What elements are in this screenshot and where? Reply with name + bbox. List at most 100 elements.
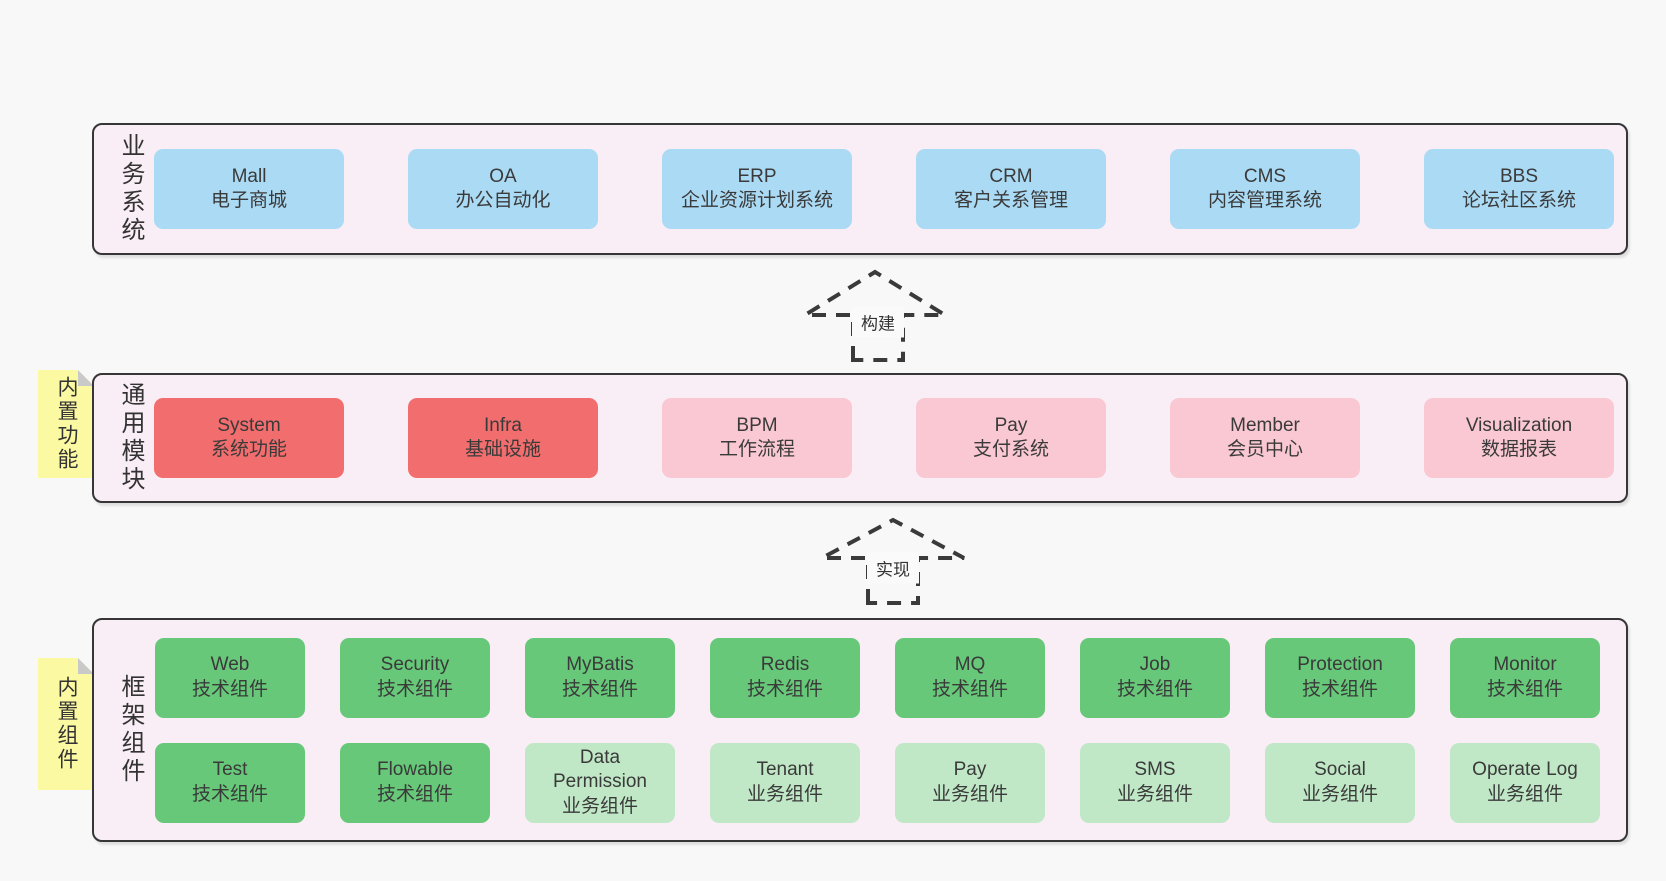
- box-subtitle: 技术组件: [1486, 678, 1563, 700]
- box-sms: SMS 业务组件: [1080, 742, 1230, 823]
- box-subtitle: 数据报表: [1480, 439, 1557, 460]
- box-title: BPM: [736, 414, 778, 436]
- box-subtitle: 办公自动化: [455, 190, 551, 211]
- box-title: Test: [212, 759, 248, 781]
- box-subtitle: 基础设施: [464, 439, 541, 460]
- box-subtitle: 论坛社区系统: [1461, 190, 1576, 211]
- box-title: Data Permission: [553, 747, 647, 793]
- box-title: Job: [1139, 654, 1171, 676]
- component-row-2: Test 技术组件 Flowable 技术组件 Data Permission …: [155, 742, 1600, 823]
- box-title: Pay: [953, 759, 987, 781]
- box-bbs: BBS 论坛社区系统: [1424, 149, 1614, 229]
- panel-label-business: 业务系统: [117, 133, 144, 245]
- box-title: Social: [1314, 759, 1366, 781]
- box-title: Pay: [994, 414, 1028, 436]
- box-subtitle: 技术组件: [376, 678, 453, 700]
- box-subtitle: 业务组件: [1301, 783, 1378, 805]
- box-title: System: [217, 414, 281, 436]
- box-title: Infra: [483, 414, 523, 436]
- component-rows: Web 技术组件 Security 技术组件 MyBatis 技术组件 Redi…: [155, 637, 1600, 823]
- box-subtitle: 电子商城: [210, 190, 287, 211]
- box-title: CMS: [1243, 165, 1287, 187]
- box-title: Mall: [231, 165, 267, 187]
- box-system: System 系统功能: [154, 398, 344, 478]
- box-test: Test 技术组件: [155, 742, 305, 823]
- box-subtitle: 支付系统: [972, 439, 1049, 460]
- box-visualization: Visualization 数据报表: [1424, 398, 1614, 478]
- framework-components-panel: 框架组件 Web 技术组件 Security 技术组件 MyBatis 技术组件…: [92, 618, 1628, 842]
- box-subtitle: 业务组件: [1486, 783, 1563, 805]
- box-flowable: Flowable 技术组件: [340, 742, 490, 823]
- sticky-note-builtin-components: 内置组件: [38, 658, 94, 790]
- box-subtitle: 技术组件: [931, 678, 1008, 700]
- component-row-1: Web 技术组件 Security 技术组件 MyBatis 技术组件 Redi…: [155, 637, 1600, 718]
- box-subtitle: 技术组件: [1301, 678, 1378, 700]
- box-pay-component: Pay 业务组件: [895, 742, 1045, 823]
- box-member: Member 会员中心: [1170, 398, 1360, 478]
- box-pay-system: Pay 支付系统: [916, 398, 1106, 478]
- box-data-permission: Data Permission 业务组件: [525, 742, 675, 823]
- box-subtitle: 企业资源计划系统: [680, 190, 833, 211]
- box-protection: Protection 技术组件: [1265, 637, 1415, 718]
- box-subtitle: 业务组件: [746, 783, 823, 805]
- box-subtitle: 技术组件: [561, 678, 638, 700]
- business-systems-panel: 业务系统 Mall 电子商城 OA 办公自动化 ERP 企业资源计划系统 CRM…: [92, 123, 1628, 255]
- box-tenant: Tenant 业务组件: [710, 742, 860, 823]
- box-title: Monitor: [1493, 654, 1557, 676]
- box-title: Protection: [1297, 654, 1383, 676]
- box-title: Flowable: [376, 759, 454, 781]
- box-mybatis: MyBatis 技术组件: [525, 637, 675, 718]
- box-mall: Mall 电子商城: [154, 149, 344, 229]
- box-title: Operate Log: [1472, 759, 1578, 781]
- box-title: Visualization: [1465, 414, 1573, 436]
- implement-arrow-label: 实现: [867, 552, 919, 584]
- box-subtitle: 业务组件: [561, 795, 638, 817]
- box-security: Security 技术组件: [340, 637, 490, 718]
- box-subtitle: 客户关系管理: [953, 190, 1068, 211]
- panel-label-modules: 通用模块: [117, 382, 144, 494]
- note-text: 内置组件: [55, 676, 78, 772]
- box-subtitle: 技术组件: [191, 678, 268, 700]
- box-title: Security: [380, 654, 450, 676]
- common-modules-panel: 通用模块 System 系统功能 Infra 基础设施 BPM 工作流程 Pay…: [92, 373, 1628, 503]
- box-job: Job 技术组件: [1080, 637, 1230, 718]
- box-title: Redis: [760, 654, 810, 676]
- box-title: CRM: [989, 165, 1033, 187]
- box-title: Tenant: [756, 759, 814, 781]
- box-social: Social 业务组件: [1265, 742, 1415, 823]
- box-title: Member: [1230, 414, 1300, 436]
- build-arrow-label: 构建: [852, 306, 904, 338]
- box-title: OA: [489, 165, 517, 187]
- box-subtitle: 会员中心: [1226, 439, 1303, 460]
- box-web: Web 技术组件: [155, 637, 305, 718]
- box-title: Web: [210, 654, 250, 676]
- box-subtitle: 业务组件: [1116, 783, 1193, 805]
- box-mq: MQ 技术组件: [895, 637, 1045, 718]
- sticky-note-builtin-features: 内置功能: [38, 370, 94, 478]
- box-subtitle: 业务组件: [931, 783, 1008, 805]
- box-operate-log: Operate Log 业务组件: [1450, 742, 1600, 823]
- box-subtitle: 技术组件: [746, 678, 823, 700]
- box-subtitle: 技术组件: [191, 783, 268, 805]
- note-text: 内置功能: [55, 376, 78, 472]
- box-title: SMS: [1134, 759, 1176, 781]
- implement-arrow-icon: [821, 517, 965, 605]
- box-subtitle: 工作流程: [718, 439, 795, 460]
- box-subtitle: 技术组件: [1116, 678, 1193, 700]
- box-subtitle: 内容管理系统: [1207, 190, 1322, 211]
- business-boxes: Mall 电子商城 OA 办公自动化 ERP 企业资源计划系统 CRM 客户关系…: [154, 149, 1614, 229]
- box-subtitle: 技术组件: [376, 783, 453, 805]
- box-subtitle: 系统功能: [210, 439, 287, 460]
- box-title: ERP: [737, 165, 777, 187]
- box-infra: Infra 基础设施: [408, 398, 598, 478]
- module-boxes: System 系统功能 Infra 基础设施 BPM 工作流程 Pay 支付系统…: [154, 398, 1614, 478]
- box-title: BBS: [1499, 165, 1539, 187]
- box-monitor: Monitor 技术组件: [1450, 637, 1600, 718]
- box-bpm: BPM 工作流程: [662, 398, 852, 478]
- box-crm: CRM 客户关系管理: [916, 149, 1106, 229]
- box-cms: CMS 内容管理系统: [1170, 149, 1360, 229]
- panel-label-components: 框架组件: [117, 674, 144, 786]
- box-title: MQ: [954, 654, 986, 676]
- box-redis: Redis 技术组件: [710, 637, 860, 718]
